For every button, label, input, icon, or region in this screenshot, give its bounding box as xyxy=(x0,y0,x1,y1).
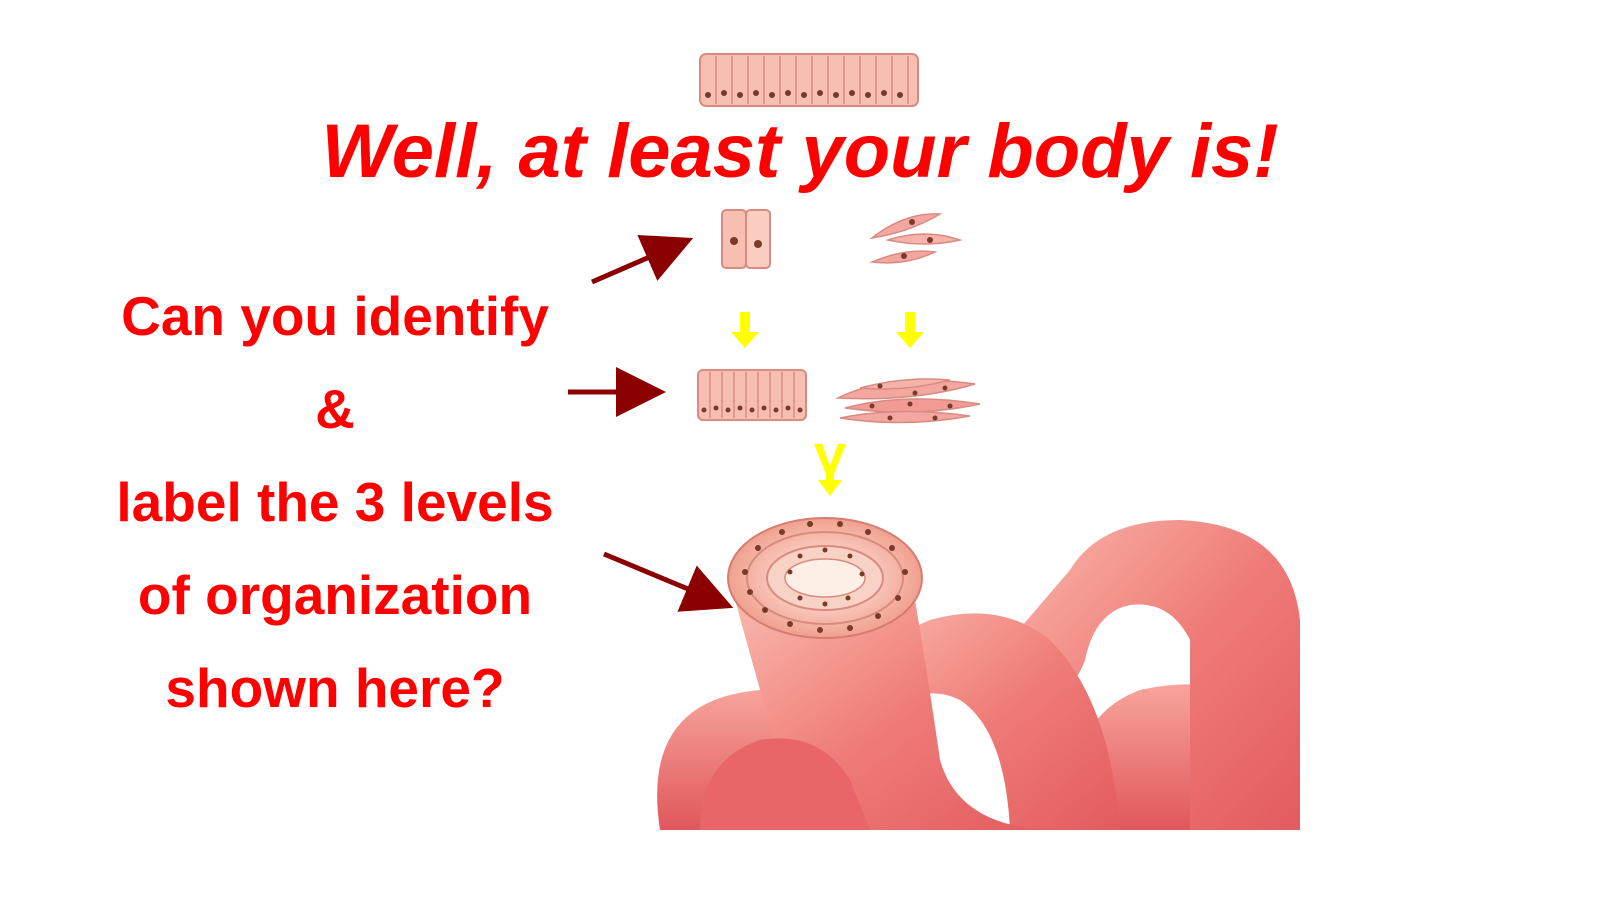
question-line: label the 3 levels xyxy=(116,471,554,533)
epithelial-tissue-icon xyxy=(697,369,807,421)
epithelial-cell-icon xyxy=(721,209,771,269)
flow-arrow-icon xyxy=(731,312,924,348)
question-line: Can you identify xyxy=(121,285,549,347)
question-text: Can you identify & label the 3 levels of… xyxy=(40,270,630,735)
top-tissue-strip-icon xyxy=(699,53,919,107)
smooth-muscle-tissue-icon xyxy=(835,378,981,424)
question-line: & xyxy=(315,378,355,440)
slide-title: Well, at least your body is! xyxy=(321,109,1279,194)
merge-arrow-icon xyxy=(814,444,846,496)
question-line: shown here? xyxy=(165,657,505,719)
smooth-muscle-cell-icon xyxy=(869,213,963,264)
intestine-organ-icon xyxy=(657,517,1300,830)
question-line: of organization xyxy=(137,564,533,626)
